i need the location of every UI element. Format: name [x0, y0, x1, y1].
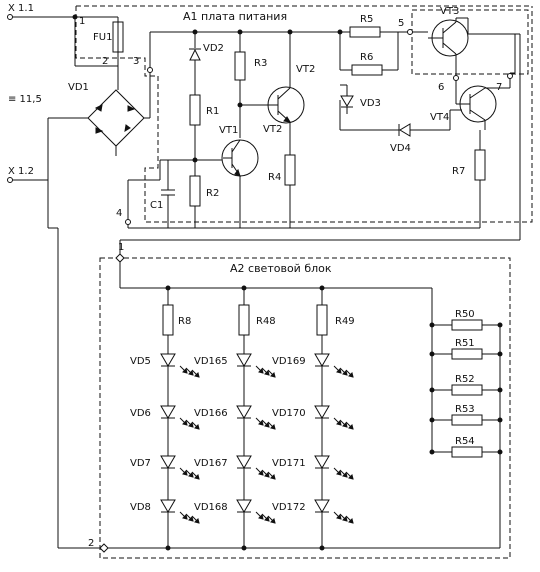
- led-diode: VD8: [130, 499, 200, 524]
- resistor-r48: [238, 288, 250, 356]
- node-1-label: 1: [79, 16, 85, 27]
- node-6-label: 6: [438, 82, 444, 93]
- supply-label: ≡ 11,5: [8, 94, 42, 105]
- r54-label: R54: [455, 436, 475, 447]
- block-a2-outline: [99, 257, 511, 559]
- node-7-label: 7: [496, 82, 502, 93]
- r7-label: R7: [452, 166, 465, 177]
- c1-label: C1: [150, 200, 163, 211]
- led-label: VD169: [272, 356, 306, 367]
- vt3-label: VT3: [440, 6, 459, 17]
- resistor-r53: R53: [429, 404, 503, 426]
- resistor-r54: R54: [429, 436, 503, 458]
- r52-label: R52: [455, 374, 475, 385]
- led-diode: VD7: [130, 455, 200, 480]
- diode-vd3: [340, 84, 354, 114]
- led-diode: VD168: [194, 499, 276, 524]
- node-4-label: 4: [116, 208, 122, 219]
- fuse-fu1: [74, 16, 124, 67]
- diode-vd4: [398, 110, 451, 137]
- resistors-r5-r6: [349, 26, 428, 76]
- led-label: VD172: [272, 502, 306, 513]
- node-a2-1-label: 1: [118, 242, 124, 253]
- transistor-vt4: [450, 34, 516, 130]
- vt1-label: VT1: [219, 125, 238, 136]
- r48-label: R48: [256, 316, 276, 327]
- led-label: VD5: [130, 356, 151, 367]
- terminal-x11-label: X 1.1: [8, 3, 34, 14]
- led-label: VD8: [130, 502, 151, 513]
- resistor-r4: [284, 154, 296, 228]
- r50-label: R50: [455, 309, 475, 320]
- resistor-r50: R50: [429, 309, 503, 331]
- node-3-label: 3: [133, 56, 139, 67]
- vt4-label: VT4: [430, 112, 449, 123]
- vt2-label-b: VT2: [263, 124, 282, 135]
- r53-label: R53: [455, 404, 475, 415]
- led-diode: VD166: [194, 405, 276, 430]
- resistor-r52: R52: [429, 374, 503, 396]
- vd1-label: VD1: [68, 82, 89, 93]
- a1-power-wiring: 4: [47, 29, 480, 229]
- r3-label: R3: [254, 58, 267, 69]
- led-label: VD6: [130, 408, 151, 419]
- r8-label: R8: [178, 316, 191, 327]
- r2-label: R2: [206, 188, 219, 199]
- led-diode: VD171: [272, 455, 354, 480]
- bridge-vd1: [47, 66, 153, 222]
- led-label: VD168: [194, 502, 228, 513]
- led-diode: VD167: [194, 455, 276, 480]
- transistor-vt1: [221, 139, 259, 228]
- vd3-label: VD3: [360, 98, 381, 109]
- led-label: VD165: [194, 356, 228, 367]
- r4-label: R4: [268, 172, 281, 183]
- vt2-label-a: VT2: [296, 64, 315, 75]
- vd2-label: VD2: [203, 43, 224, 54]
- led-diode: VD5: [130, 353, 200, 378]
- node-5-label: 5: [398, 18, 404, 29]
- led-label: VD171: [272, 458, 306, 469]
- resistor-r51: R51: [429, 338, 503, 360]
- r5-label: R5: [360, 14, 373, 25]
- transistor-vt2: [237, 86, 305, 155]
- node-a2-2-label: 2: [88, 538, 94, 549]
- led-diode: VD6: [130, 405, 200, 430]
- led-label: VD167: [194, 458, 228, 469]
- resistor-r2-capacitor-c1: [160, 157, 223, 228]
- led-diode: VD169: [272, 353, 354, 378]
- led-array: VD5VD6VD7VD8VD165VD166VD167VD168VD169VD1…: [130, 353, 354, 551]
- led-label: VD166: [194, 408, 228, 419]
- terminal-x12-label: X 1.2: [8, 166, 34, 177]
- r51-label: R51: [455, 338, 475, 349]
- resistor-r3: [234, 51, 246, 138]
- block-a2-title: А2 световой блок: [230, 262, 332, 275]
- transistor-vt3: [428, 17, 515, 78]
- node-2-label: 2: [102, 56, 108, 67]
- r1-label: R1: [206, 106, 219, 117]
- resistor-r8: [162, 288, 174, 356]
- block-a1-title: А1 плата питания: [183, 10, 287, 23]
- led-diode: VD165: [194, 353, 276, 378]
- led-label: VD170: [272, 408, 306, 419]
- block-a1-outline: [75, 5, 533, 223]
- zener-vd2: [189, 48, 201, 95]
- led-diode: VD170: [272, 405, 354, 430]
- resistor-r7: [474, 130, 486, 228]
- led-diode: VD172: [272, 499, 354, 524]
- resistor-r49: [316, 288, 328, 356]
- resistor-r1: [189, 94, 201, 160]
- vd4-label: VD4: [390, 143, 411, 154]
- fu1-label: FU1: [93, 32, 112, 43]
- led-label: VD7: [130, 458, 151, 469]
- r6-label: R6: [360, 52, 373, 63]
- r49-label: R49: [335, 316, 355, 327]
- a1-a2-interconnect: [48, 33, 521, 549]
